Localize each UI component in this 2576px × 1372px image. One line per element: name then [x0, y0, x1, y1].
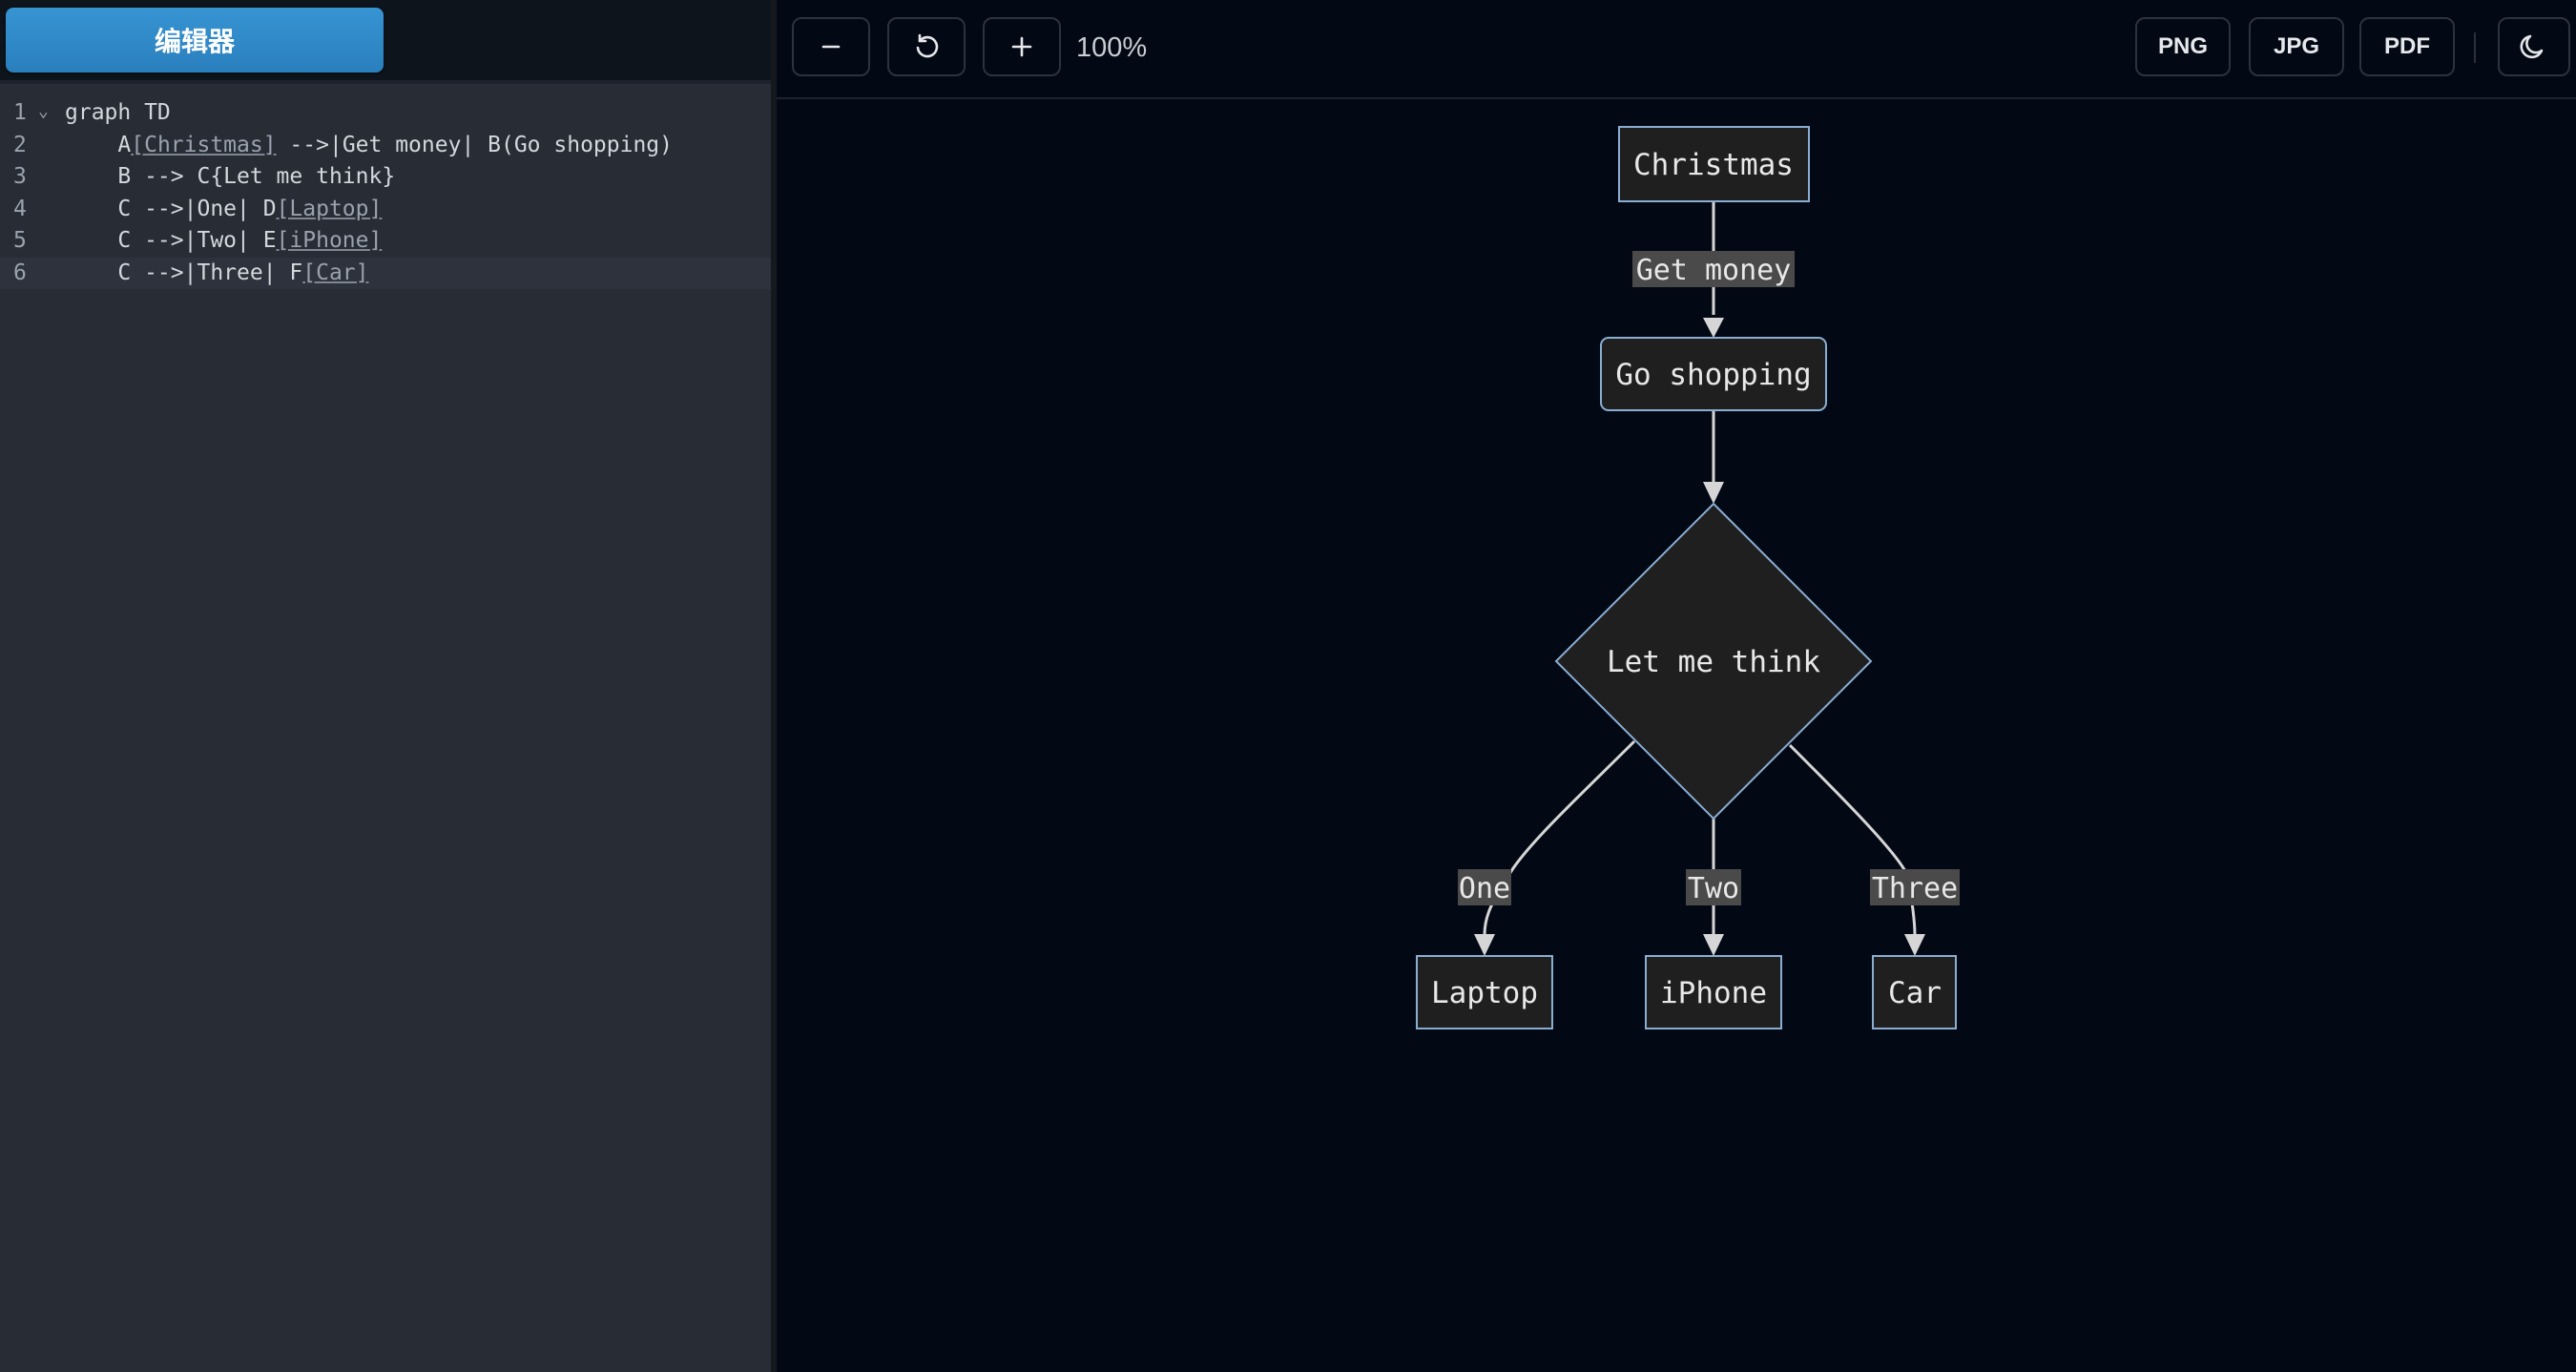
code-node-label: [Laptop]: [276, 196, 383, 221]
export-png-button[interactable]: PNG: [2135, 17, 2231, 76]
node-laptop[interactable]: Laptop: [1416, 955, 1553, 1029]
code-text: C -->|One| D[Laptop]: [65, 194, 382, 226]
node-let-me-think-label: Let me think: [1607, 645, 1820, 679]
node-go-shopping-label: Go shopping: [1615, 358, 1811, 392]
line-number: 1: [13, 100, 27, 125]
zoom-level: 100%: [1076, 32, 1148, 63]
code-node-label: [iPhone]: [276, 228, 383, 253]
toolbar-divider: [2474, 32, 2476, 63]
zoom-out-button[interactable]: [792, 17, 870, 76]
edge-label-three-text: Three: [1872, 872, 1958, 905]
edge-label-get-money-text: Get money: [1636, 254, 1792, 287]
code-token: -->|Get money| B(Go shopping): [276, 132, 673, 157]
code-line[interactable]: 2 A[Christmas] -->|Get money| B(Go shopp…: [0, 130, 771, 162]
export-pdf-button[interactable]: PDF: [2359, 17, 2455, 76]
code-node-label: [Christmas]: [131, 132, 277, 157]
edges: [1474, 201, 1925, 956]
code-line[interactable]: 5 C -->|Two| E[iPhone]: [0, 225, 771, 258]
line-number: 4: [13, 196, 27, 221]
code-editor[interactable]: 1 ⌄ graph TD 2 A[Christmas] -->|Get money| …: [0, 97, 771, 289]
edge-go-shopping-arrowhead: [1703, 482, 1724, 504]
edge-iphone-arrowhead: [1703, 934, 1724, 956]
code-token: B --> C{Let me think}: [65, 164, 396, 189]
code-text: C -->|Three| F[Car]: [65, 258, 369, 290]
node-iphone-label: iPhone: [1660, 976, 1767, 1010]
plus-icon: [1011, 36, 1032, 57]
code-line[interactable]: 3 B --> C{Let me think}: [0, 161, 771, 194]
code-token: A: [65, 132, 132, 157]
node-go-shopping[interactable]: Go shopping: [1600, 337, 1827, 411]
editor-header: 编辑器: [0, 0, 771, 84]
edge-label-three: Three: [1870, 869, 1960, 905]
edge-label-get-money: Get money: [1632, 251, 1795, 287]
edge-christmas-arrowhead: [1703, 318, 1724, 338]
moon-icon: [2520, 34, 2544, 59]
node-let-me-think[interactable]: Let me think: [1554, 502, 1873, 821]
edge-label-one: One: [1458, 869, 1511, 905]
edge-car-arrowhead: [1904, 934, 1925, 956]
minus-icon: [821, 45, 841, 49]
node-car[interactable]: Car: [1872, 955, 1957, 1029]
node-christmas-label: Christmas: [1633, 148, 1794, 182]
code-text: B --> C{Let me think}: [65, 161, 395, 194]
node-christmas[interactable]: Christmas: [1618, 126, 1810, 202]
code-text: A[Christmas] -->|Get money| B(Go shoppin…: [65, 130, 673, 162]
edge-label-two-text: Two: [1688, 872, 1739, 905]
edge-label-one-text: One: [1459, 872, 1510, 905]
preview-toolbar: [777, 0, 2576, 99]
code-line[interactable]: 4 C -->|One| D[Laptop]: [0, 194, 771, 226]
code-text: C -->|Two| E[iPhone]: [65, 225, 382, 258]
reset-zoom-button[interactable]: [887, 17, 966, 76]
editor-panel: 编辑器 1 ⌄ graph TD 2 A[Christmas] -->|Get mon…: [0, 0, 777, 1372]
line-number: 5: [13, 228, 27, 253]
code-token: graph TD: [65, 100, 171, 125]
export-jpg-button[interactable]: JPG: [2249, 17, 2344, 76]
node-iphone[interactable]: iPhone: [1645, 955, 1782, 1029]
chevron-down-icon[interactable]: ⌄: [38, 101, 49, 121]
code-token: C -->|One| D: [65, 196, 277, 221]
line-number: 6: [13, 260, 27, 285]
code-token: C -->|Two| E: [65, 228, 277, 253]
edge-laptop-arrowhead: [1474, 934, 1495, 956]
edge-let-me-think-to-car: [1788, 743, 1917, 936]
node-laptop-label: Laptop: [1431, 976, 1538, 1010]
code-line[interactable]: 6 C -->|Three| F[Car]: [0, 257, 771, 290]
theme-toggle-button[interactable]: [2498, 17, 2570, 76]
edge-let-me-think-to-laptop: [1483, 739, 1636, 936]
line-number: 3: [13, 164, 27, 189]
edge-label-two: Two: [1686, 869, 1741, 905]
editor-tab-button[interactable]: 编辑器: [6, 8, 384, 73]
code-node-label: [Car]: [302, 260, 369, 285]
zoom-in-button[interactable]: [983, 17, 1061, 76]
code-text: graph TD: [65, 97, 171, 130]
node-car-label: Car: [1888, 976, 1942, 1010]
line-number: 2: [13, 132, 27, 157]
code-line[interactable]: 1 ⌄ graph TD: [0, 97, 771, 130]
reset-icon: [916, 33, 939, 58]
code-token: C -->|Three| F: [65, 260, 303, 285]
